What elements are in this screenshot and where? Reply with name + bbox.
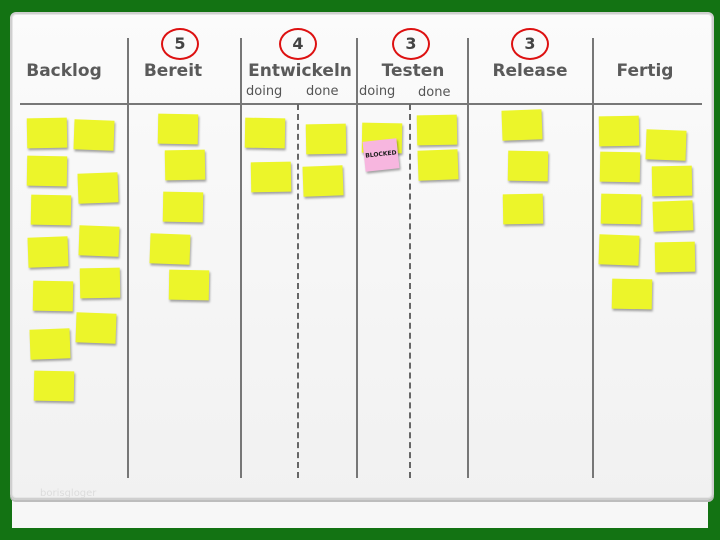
watermark-text: borisgloger — [40, 488, 97, 499]
sticky-note-backlog[interactable] — [75, 312, 117, 344]
column-title-release: Release — [492, 61, 568, 81]
column-divider — [127, 38, 129, 478]
subcolumn-divider — [409, 104, 411, 478]
sticky-note-backlog[interactable] — [77, 172, 119, 204]
wip-limit-entwickeln: 4 — [279, 28, 317, 60]
sticky-note-fertig[interactable] — [599, 151, 641, 183]
sticky-note-fertig[interactable] — [598, 234, 640, 266]
column-title-fertig: Fertig — [616, 61, 674, 81]
blocked-sticky-note[interactable]: BLOCKED — [362, 138, 400, 172]
subcolumn-label-testen-done: done — [418, 85, 451, 100]
sticky-note-entwickeln-doing[interactable] — [250, 161, 292, 193]
sticky-note-release[interactable] — [507, 150, 549, 182]
sticky-note-entwickeln-doing[interactable] — [244, 117, 286, 149]
subcolumn-label-testen-doing: doing — [359, 84, 396, 99]
wip-limit-bereit: 5 — [161, 28, 199, 60]
column-title-bereit: Bereit — [143, 61, 203, 81]
subcolumn-label-entwickeln-doing: doing — [246, 84, 283, 99]
sticky-note-entwickeln-done[interactable] — [305, 123, 347, 155]
sticky-note-backlog[interactable] — [26, 117, 68, 149]
sticky-note-backlog[interactable] — [78, 225, 120, 257]
sticky-note-entwickeln-done[interactable] — [302, 165, 344, 197]
sticky-note-backlog[interactable] — [27, 236, 69, 268]
wip-limit-testen: 3 — [392, 28, 430, 60]
sticky-note-backlog[interactable] — [79, 267, 121, 299]
column-divider — [240, 38, 242, 478]
sticky-note-backlog[interactable] — [33, 370, 75, 402]
sticky-note-fertig[interactable] — [611, 278, 653, 310]
header-divider — [20, 103, 702, 105]
sticky-note-backlog[interactable] — [29, 328, 71, 360]
subcolumn-divider — [297, 104, 299, 478]
column-title-testen: Testen — [381, 61, 445, 81]
sticky-note-fertig[interactable] — [598, 115, 640, 147]
sticky-note-backlog[interactable] — [73, 119, 115, 151]
wip-limit-release: 3 — [511, 28, 549, 60]
column-title-backlog: Backlog — [26, 61, 102, 81]
sticky-note-backlog[interactable] — [32, 280, 74, 312]
sticky-note-backlog[interactable] — [30, 194, 72, 226]
sticky-note-backlog[interactable] — [26, 155, 68, 187]
sticky-note-fertig[interactable] — [600, 193, 642, 225]
subcolumn-label-entwickeln-done: done — [306, 84, 339, 99]
column-title-entwickeln: Entwickeln — [248, 61, 352, 81]
sticky-note-testen-done[interactable] — [417, 149, 459, 181]
sticky-note-fertig[interactable] — [652, 200, 694, 232]
sticky-note-release[interactable] — [501, 109, 543, 141]
column-divider — [356, 38, 358, 478]
sticky-note-release[interactable] — [502, 193, 544, 225]
sticky-note-bereit[interactable] — [162, 191, 204, 223]
column-divider — [592, 38, 594, 478]
column-divider — [467, 38, 469, 478]
sticky-note-fertig[interactable] — [651, 165, 693, 197]
sticky-note-fertig[interactable] — [654, 241, 696, 273]
sticky-note-fertig[interactable] — [645, 129, 687, 161]
sticky-note-bereit[interactable] — [149, 233, 191, 265]
sticky-note-bereit[interactable] — [168, 269, 210, 301]
sticky-note-bereit[interactable] — [164, 149, 206, 181]
sticky-note-bereit[interactable] — [157, 113, 199, 145]
sticky-note-testen-done[interactable] — [416, 114, 458, 146]
